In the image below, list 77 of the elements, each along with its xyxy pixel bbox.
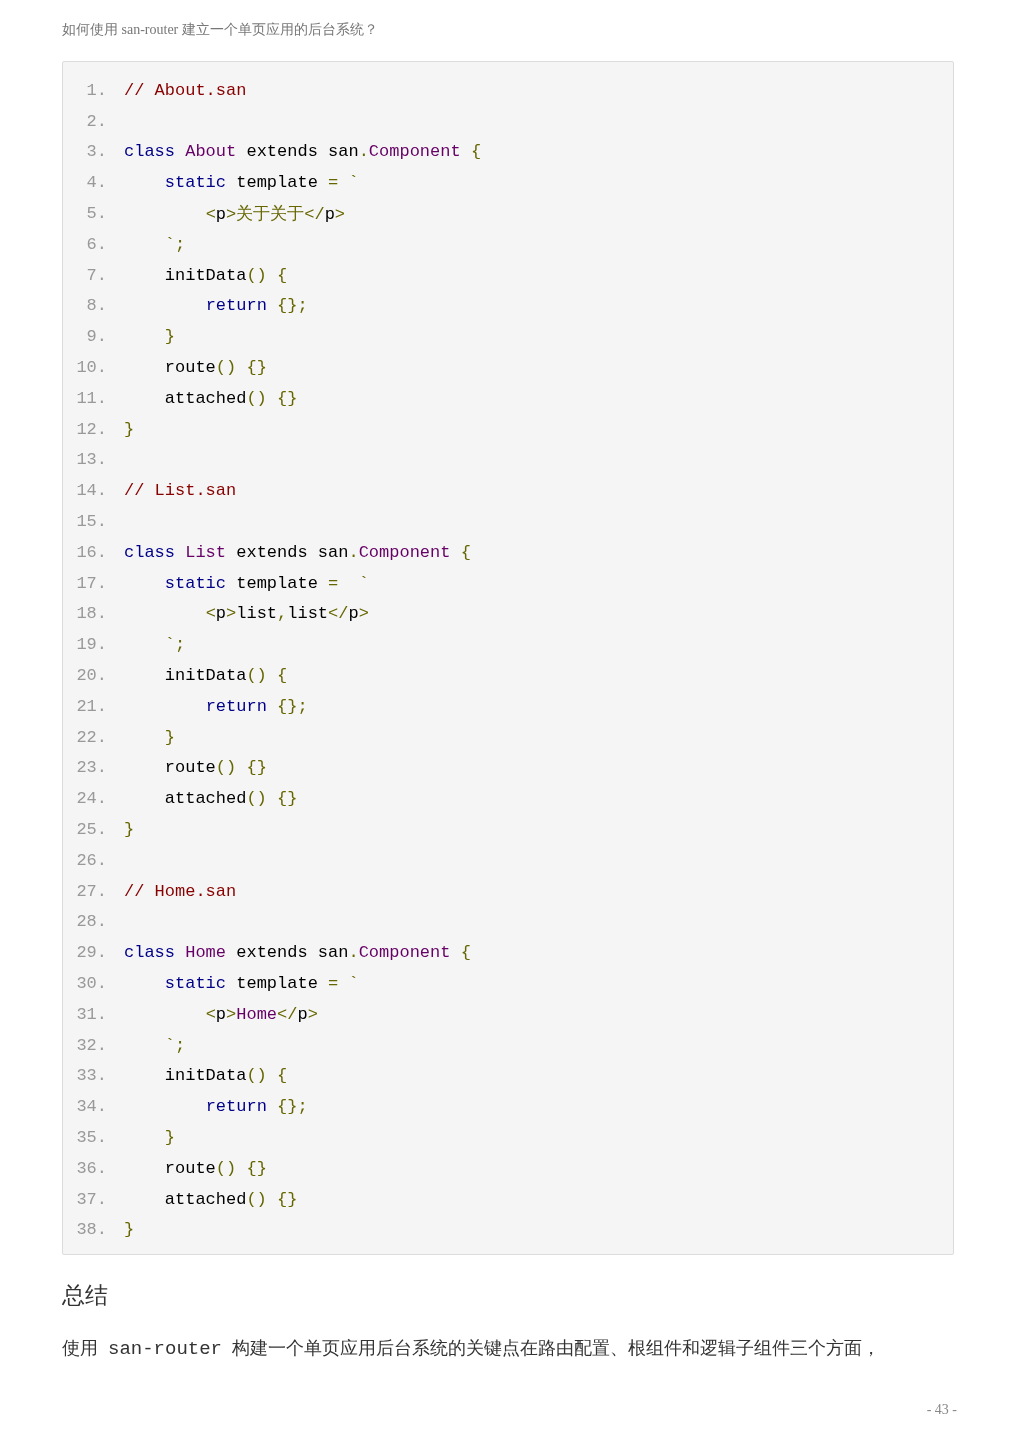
code-line: } bbox=[163, 1128, 175, 1147]
code-line: // About.san bbox=[124, 80, 247, 100]
page-number: - 43 - bbox=[926, 1402, 957, 1418]
code-line: `; bbox=[163, 234, 186, 254]
code-line: initData() { bbox=[163, 265, 288, 285]
code-line: <p>list,list</p> bbox=[204, 604, 369, 624]
code-line: route() {} bbox=[163, 358, 267, 378]
line-number: 10. bbox=[75, 358, 107, 378]
code-line: return {}; bbox=[204, 296, 308, 316]
line-number: 3. bbox=[85, 142, 107, 162]
code-line: class About extends san.Component { bbox=[124, 142, 482, 162]
line-number: 12. bbox=[75, 419, 107, 439]
line-number: 35. bbox=[75, 1128, 107, 1147]
code-line: `; bbox=[163, 1035, 186, 1055]
code-line: } bbox=[124, 419, 135, 439]
code-line: static template = ` bbox=[163, 573, 369, 593]
line-number: 29. bbox=[75, 943, 107, 963]
line-number: 5. bbox=[85, 204, 107, 224]
code-line: return {}; bbox=[204, 1097, 308, 1117]
line-number: 9. bbox=[85, 327, 107, 347]
line-number: 22. bbox=[75, 727, 107, 747]
code-line: route() {} bbox=[163, 1158, 267, 1178]
line-number: 17. bbox=[75, 573, 107, 593]
line-number: 16. bbox=[75, 542, 107, 562]
code-line: `; bbox=[163, 635, 186, 655]
code-line: initData() { bbox=[163, 666, 288, 686]
code-line: attached() {} bbox=[163, 789, 298, 809]
line-number: 34. bbox=[75, 1097, 107, 1117]
inline-code: san-router bbox=[108, 1338, 223, 1360]
line-number: 32. bbox=[75, 1035, 107, 1055]
line-number: 11. bbox=[75, 388, 107, 408]
line-number: 2. bbox=[85, 111, 107, 131]
line-number: 14. bbox=[75, 481, 107, 501]
line-number: 6. bbox=[85, 234, 107, 254]
line-number: 15. bbox=[75, 512, 107, 532]
code-line: class List extends san.Component { bbox=[124, 542, 471, 562]
line-number: 21. bbox=[75, 696, 107, 716]
line-number: 36. bbox=[75, 1158, 107, 1178]
code-line: // List.san bbox=[124, 481, 237, 501]
code-line: } bbox=[124, 1220, 135, 1240]
line-number: 37. bbox=[75, 1189, 107, 1209]
section-heading: 总结 bbox=[62, 1281, 108, 1310]
line-number: 30. bbox=[75, 974, 107, 993]
line-number: 26. bbox=[75, 850, 107, 870]
line-number: 8. bbox=[85, 296, 107, 316]
code-line: route() {} bbox=[163, 758, 267, 778]
line-number: 24. bbox=[75, 789, 107, 809]
code-line: static template = ` bbox=[163, 173, 359, 193]
code-line: attached() {} bbox=[163, 388, 298, 408]
code-line: initData() { bbox=[163, 1066, 288, 1086]
code-line: // Home.san bbox=[124, 881, 237, 901]
line-number: 38. bbox=[75, 1220, 107, 1240]
code-line: attached() {} bbox=[163, 1189, 298, 1209]
page-header: 如何使用 san-router 建立一个单页应用的后台系统？ bbox=[62, 21, 378, 39]
line-number: 19. bbox=[75, 635, 107, 655]
paragraph-text: 构建一个单页应用后台系统的关键点在路由配置、根组件和逻辑子组件三个方面， bbox=[232, 1337, 881, 1358]
code-line: class Home extends san.Component { bbox=[124, 943, 471, 963]
line-number: 20. bbox=[75, 666, 107, 686]
line-number: 7. bbox=[85, 265, 107, 285]
code-line: return {}; bbox=[204, 696, 308, 716]
line-number: 23. bbox=[75, 758, 107, 778]
code-line: <p>关于关于</p> bbox=[204, 204, 346, 226]
paragraph-text: 使用 bbox=[62, 1337, 98, 1358]
code-line: <p>Home</p> bbox=[204, 1004, 318, 1024]
line-number: 4. bbox=[85, 173, 107, 193]
line-number: 1. bbox=[85, 80, 107, 100]
code-line: } bbox=[124, 820, 135, 839]
code-line: } bbox=[163, 727, 175, 747]
code-line: static template = ` bbox=[163, 974, 359, 993]
line-number: 28. bbox=[75, 912, 107, 932]
line-number: 25. bbox=[75, 820, 107, 839]
line-number: 27. bbox=[75, 881, 107, 901]
line-number: 13. bbox=[75, 450, 107, 470]
line-number: 18. bbox=[75, 604, 107, 624]
code-line: } bbox=[163, 327, 175, 347]
line-number: 33. bbox=[75, 1066, 107, 1086]
line-number: 31. bbox=[75, 1004, 107, 1024]
